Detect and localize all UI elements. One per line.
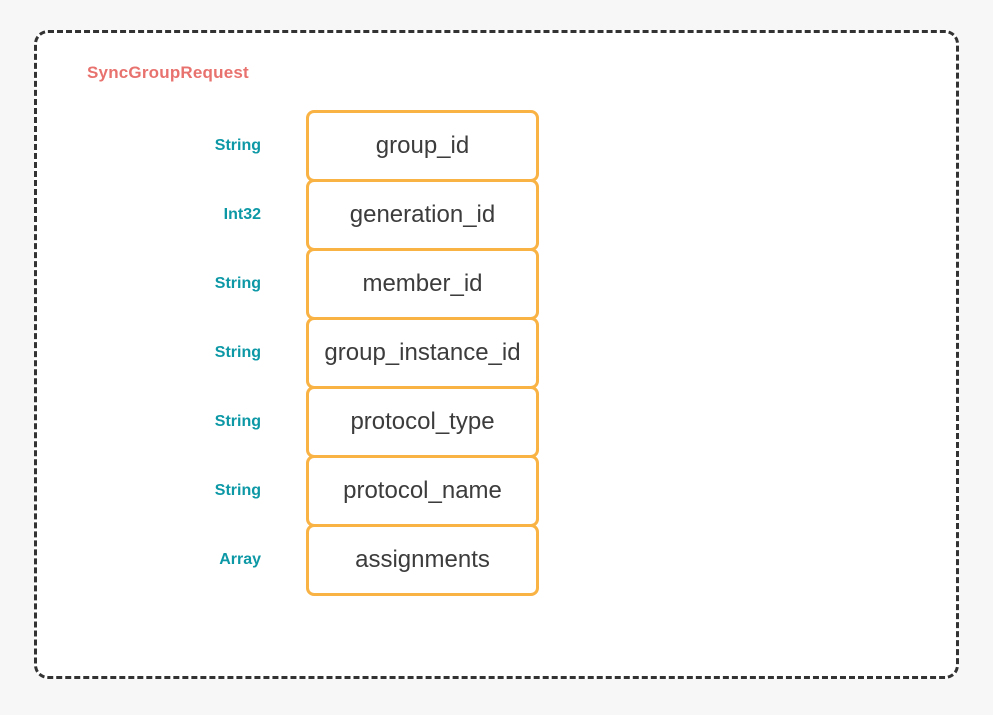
- field-row: String member_id: [215, 248, 539, 320]
- field-type-label: String: [214, 344, 261, 361]
- field-box-member-id[interactable]: member_id: [306, 248, 539, 320]
- field-box-group-instance-id[interactable]: group_instance_id: [306, 317, 539, 389]
- field-row: String group_id: [215, 110, 539, 182]
- field-type-label: String: [214, 482, 261, 499]
- field-box-group-id[interactable]: group_id: [306, 110, 539, 182]
- field-row: String group_instance_id: [215, 317, 539, 389]
- field-row: String protocol_type: [215, 386, 539, 458]
- field-row: Array assignments: [219, 524, 539, 596]
- field-row: String protocol_name: [215, 455, 539, 527]
- schema-title: SyncGroupRequest: [87, 63, 249, 82]
- field-box-protocol-name[interactable]: protocol_name: [306, 455, 539, 527]
- field-box-protocol-type[interactable]: protocol_type: [306, 386, 539, 458]
- field-box-generation-id[interactable]: generation_id: [306, 179, 539, 251]
- field-type-label: String: [214, 413, 261, 430]
- field-row: Int32 generation_id: [224, 179, 539, 251]
- field-type-label: String: [214, 275, 261, 292]
- field-type-label: Int32: [223, 206, 261, 223]
- field-list: String group_id Int32 generation_id Stri…: [215, 110, 539, 596]
- field-box-assignments[interactable]: assignments: [306, 524, 539, 596]
- schema-container: SyncGroupRequest String group_id Int32 g…: [34, 30, 959, 679]
- field-type-label: String: [214, 137, 261, 154]
- field-type-label: Array: [219, 551, 261, 568]
